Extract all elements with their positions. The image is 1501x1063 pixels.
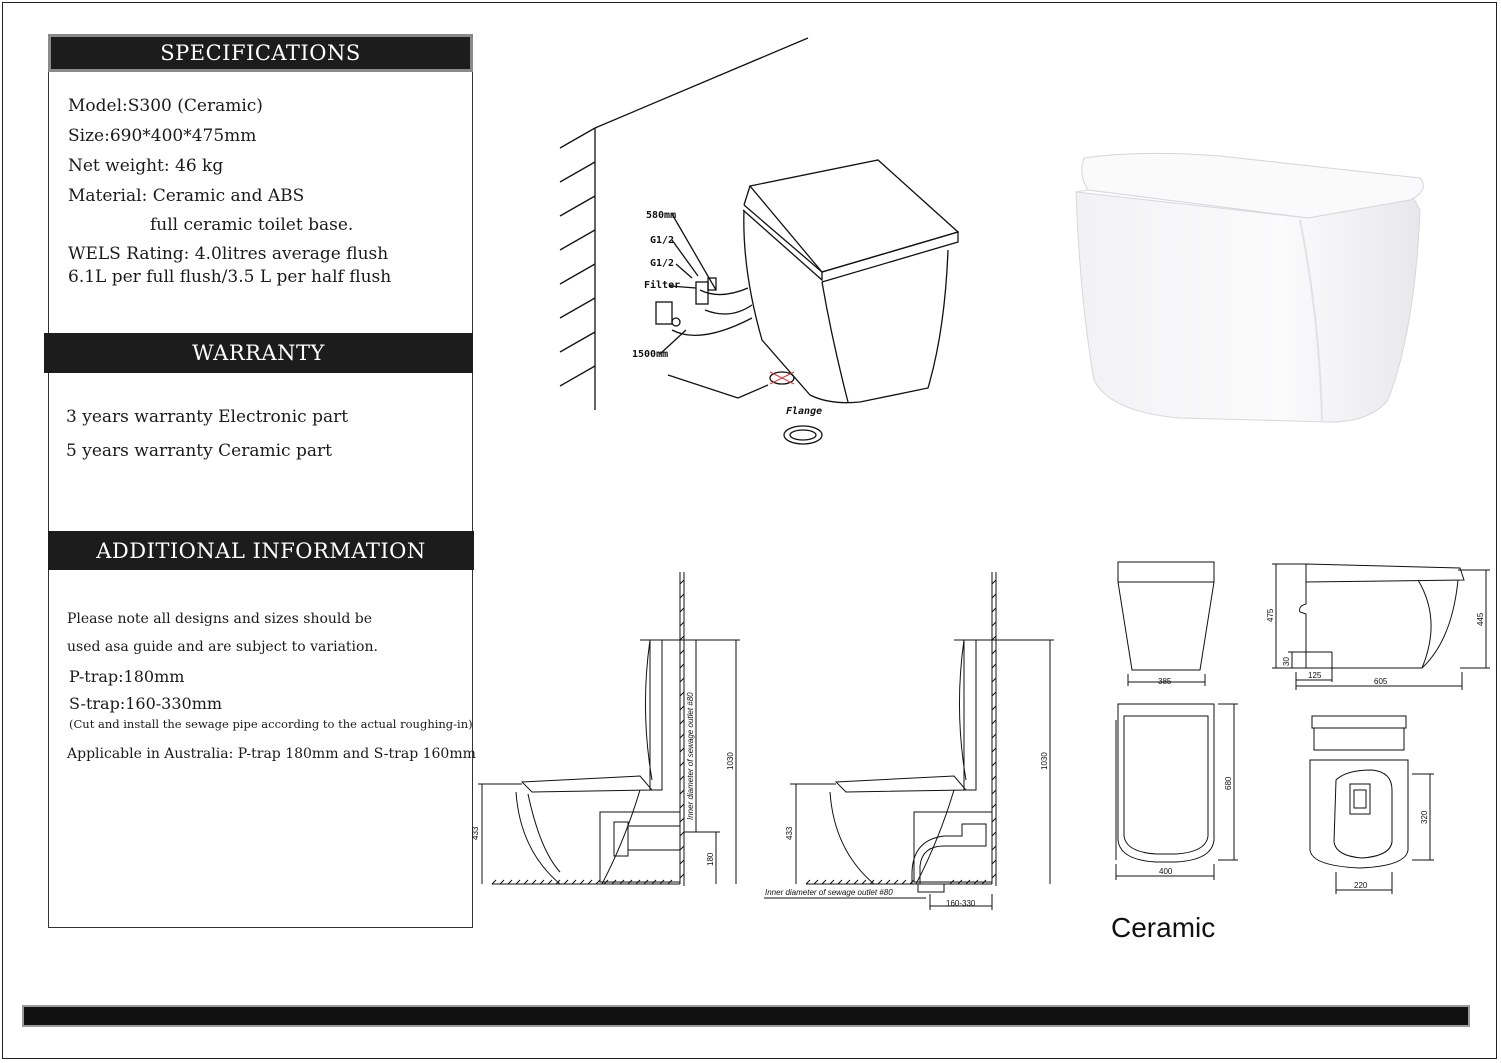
side-height-475: 475 bbox=[1266, 608, 1275, 622]
side-length-605: 605 bbox=[1374, 677, 1388, 686]
ptrap-height-433: 433 bbox=[471, 826, 480, 840]
ptrap-outlet-note: Inner diameter of sewage outlet #80 bbox=[686, 692, 695, 820]
additional-ptrap: P-trap:180mm bbox=[69, 667, 185, 686]
spec-flush: 6.1L per full flush/3.5 L per half flush bbox=[68, 267, 392, 287]
bottom-depth-320: 320 bbox=[1420, 810, 1429, 824]
strap-range-160-330: 160-330 bbox=[946, 899, 976, 908]
top-length-680: 680 bbox=[1224, 776, 1233, 790]
strap-height-1030: 1030 bbox=[1040, 752, 1049, 770]
warranty-ceramic: 5 years warranty Ceramic part bbox=[66, 441, 332, 461]
spec-wels: WELS Rating: 4.0litres average flush bbox=[68, 244, 389, 264]
footer-bar bbox=[22, 1005, 1470, 1027]
label-flange: Flange bbox=[786, 406, 822, 417]
label-g12-bottom: G1/2 bbox=[650, 258, 674, 269]
additional-heading: ADDITIONAL INFORMATION bbox=[48, 531, 474, 570]
additional-cut-note: (Cut and install the sewage pipe accordi… bbox=[69, 717, 473, 731]
label-1500mm: 1500mm bbox=[632, 349, 668, 360]
warranty-heading: WARRANTY bbox=[44, 333, 473, 373]
bottom-width-220: 220 bbox=[1354, 881, 1368, 890]
additional-strap: S-trap:160-330mm bbox=[69, 694, 223, 713]
additional-note-2: used asa guide and are subject to variat… bbox=[67, 639, 378, 655]
additional-australia: Applicable in Australia: P-trap 180mm an… bbox=[67, 746, 476, 762]
spec-size: Size:690*400*475mm bbox=[68, 126, 257, 146]
side-base-30: 30 bbox=[1282, 657, 1291, 666]
strap-height-433: 433 bbox=[785, 826, 794, 840]
side-height-445: 445 bbox=[1476, 612, 1485, 626]
label-580mm: 580mm bbox=[646, 210, 676, 221]
specifications-heading: SPECIFICATIONS bbox=[48, 34, 473, 72]
label-filter: Filter bbox=[644, 279, 680, 291]
warranty-electronic: 3 years warranty Electronic part bbox=[66, 407, 349, 427]
ptrap-height-1030: 1030 bbox=[726, 752, 735, 770]
spec-material-detail: full ceramic toilet base. bbox=[150, 215, 354, 235]
strap-outlet-note: Inner diameter of sewage outlet #80 bbox=[765, 888, 893, 897]
spec-model: Model:S300 (Ceramic) bbox=[68, 96, 263, 116]
side-offset-125: 125 bbox=[1308, 671, 1322, 680]
additional-note-1: Please note all designs and sizes should… bbox=[67, 611, 373, 627]
product-photo bbox=[1075, 152, 1424, 423]
front-width-385: 385 bbox=[1158, 677, 1172, 686]
top-width-400: 400 bbox=[1159, 867, 1173, 876]
ptrap-height-180: 180 bbox=[706, 852, 715, 866]
label-g12-top: G1/2 bbox=[650, 235, 674, 246]
model-caption: Ceramic bbox=[1111, 912, 1216, 943]
spec-material: Material: Ceramic and ABS bbox=[68, 186, 305, 206]
spec-weight: Net weight: 46 kg bbox=[68, 156, 224, 176]
